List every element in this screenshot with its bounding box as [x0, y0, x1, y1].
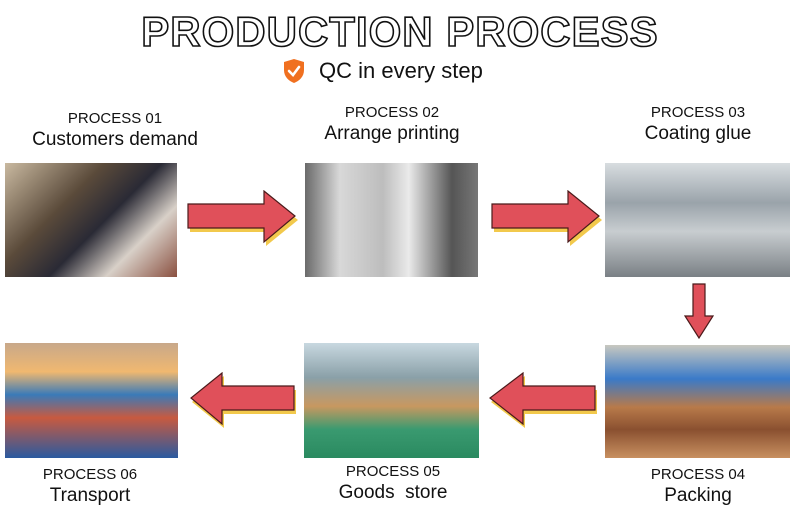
process-number: PROCESS 05 — [345, 463, 441, 480]
arrow-left-icon — [489, 372, 597, 428]
process-number: PROCESS 04 — [650, 466, 746, 483]
customers-demand-photo — [5, 163, 177, 277]
step-label-02: PROCESS 02 Arrange printing — [272, 104, 512, 145]
process-name: Customers demand — [32, 129, 198, 150]
process-number: PROCESS 06 — [42, 466, 138, 483]
arrow-right-icon — [187, 190, 298, 246]
step-label-05: PROCESS 05 Goods store — [273, 463, 513, 504]
process-name: Coating glue — [644, 123, 752, 144]
arrow-right-icon — [491, 190, 602, 246]
page-title: PRODUCTION PROCESS — [140, 7, 659, 56]
packing-photo — [605, 345, 790, 458]
arrow-down-icon — [683, 283, 715, 340]
process-number: PROCESS 03 — [650, 104, 746, 121]
process-number: PROCESS 02 — [344, 104, 440, 121]
process-name: Arrange printing — [324, 123, 460, 144]
step-label-06: PROCESS 06 Transport — [0, 466, 210, 507]
goods-store-photo — [304, 343, 479, 458]
coating-glue-photo — [605, 163, 790, 277]
shield-check-icon — [284, 59, 304, 83]
step-label-03: PROCESS 03 Coating glue — [578, 104, 800, 145]
transport-photo — [5, 343, 178, 458]
process-number: PROCESS 01 — [67, 110, 163, 127]
arrow-left-icon — [190, 372, 296, 428]
process-name: Goods store — [338, 482, 448, 503]
step-label-01: PROCESS 01 Customers demand — [0, 110, 235, 151]
process-name: Transport — [49, 485, 131, 506]
process-name: Packing — [664, 485, 732, 506]
arrange-printing-photo — [305, 163, 478, 277]
qc-badge: QC in every step — [283, 58, 483, 84]
qc-text: QC in every step — [319, 58, 483, 83]
step-label-04: PROCESS 04 Packing — [578, 466, 800, 507]
